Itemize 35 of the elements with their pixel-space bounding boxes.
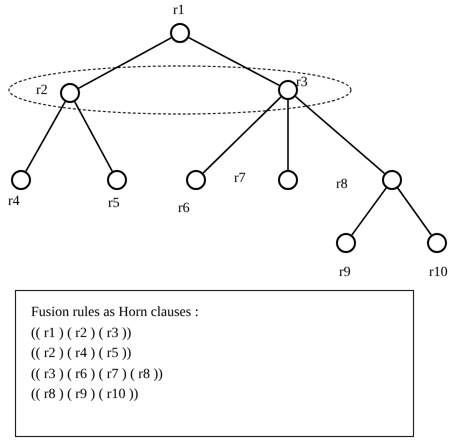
- tree-node-circle: [278, 80, 298, 100]
- tree-node-circle: [107, 170, 127, 190]
- tree-branch: [295, 96, 385, 174]
- horn-clause: (( r2 ) ( r4 ) ( r5 )): [31, 345, 132, 363]
- tree-node-circle: [186, 170, 206, 190]
- tree-node-circle: [278, 170, 298, 190]
- node-label: r3: [296, 76, 308, 90]
- tree-node-circle: [60, 83, 80, 103]
- horn-clause: (( r8 ) ( r9 ) ( r10 )): [31, 386, 140, 404]
- tree-node-circle: [336, 233, 356, 253]
- tree-branch: [287, 100, 289, 170]
- tree-node-circle: [427, 233, 447, 253]
- tree-branch: [78, 37, 172, 89]
- node-label: r6: [178, 202, 190, 216]
- node-label: r9: [339, 266, 351, 280]
- tree-branch: [188, 36, 280, 86]
- node-label: r2: [36, 84, 48, 98]
- tree-branch: [202, 96, 282, 174]
- tree-branch: [397, 188, 432, 236]
- tree-branch: [74, 101, 113, 172]
- node-label: r8: [336, 178, 348, 192]
- node-label: r7: [234, 172, 246, 186]
- node-label: r1: [173, 4, 185, 18]
- node-label: r5: [108, 197, 120, 211]
- rules-panel: [15, 290, 414, 437]
- node-label: r10: [429, 266, 448, 280]
- tree-node-circle: [382, 170, 402, 190]
- tree-branch: [25, 101, 66, 172]
- panel-heading: Fusion rules as Horn clauses :: [31, 304, 200, 322]
- horn-clause: (( r1 ) ( r2 ) ( r3 )): [31, 324, 132, 342]
- horn-clause: (( r3 ) ( r6 ) ( r7 ) ( r8 )): [31, 366, 164, 384]
- node-label: r4: [8, 195, 20, 209]
- tree-node-circle: [170, 23, 190, 43]
- tree-branch: [351, 188, 387, 236]
- tree-node-circle: [11, 170, 31, 190]
